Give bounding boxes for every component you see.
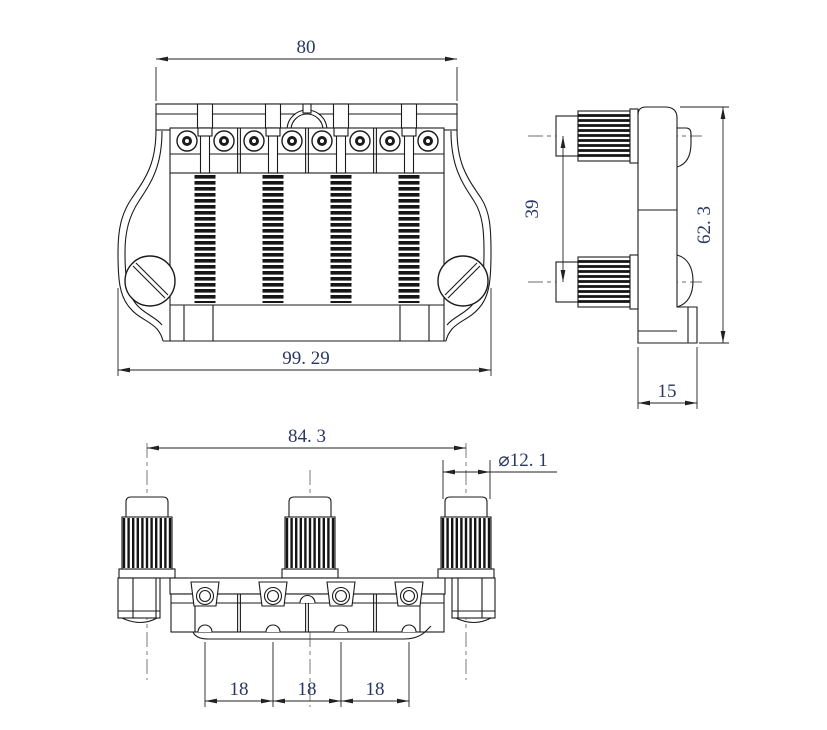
- front-dim-top-width: 80: [155, 37, 458, 101]
- intonation-springs: [194, 175, 420, 303]
- saddle-screws: [176, 130, 439, 152]
- top-knob-right: [440, 496, 492, 570]
- top-view: 84. 3 ⌀12. 1 18 18 18: [117, 426, 557, 707]
- top-base-plate: [117, 568, 496, 640]
- front-view: 80 99. 29: [117, 37, 492, 376]
- top-end-housing-right: [451, 577, 496, 624]
- dim-label-99-29: 99. 29: [282, 348, 330, 369]
- string-notches: [197, 624, 417, 633]
- side-view: 39 62. 3 15: [522, 106, 729, 409]
- center-hump-top-view: [299, 595, 316, 604]
- dim-label-39: 39: [522, 200, 543, 219]
- top-dim-knob-span: 84. 3: [147, 426, 466, 451]
- dim-label-18-2: 18: [298, 679, 317, 700]
- front-mount-screw-right: [437, 255, 489, 307]
- side-dim-knob-spacing: 39: [522, 136, 566, 282]
- top-end-housing-left: [117, 577, 161, 624]
- dim-label-18-3: 18: [366, 679, 385, 700]
- side-dim-overall-height: 62. 3: [680, 106, 729, 344]
- side-plate: [637, 106, 698, 344]
- dim-label-18-1: 18: [230, 679, 249, 700]
- string-channels: [197, 127, 417, 174]
- side-knob-bottom: [555, 254, 639, 310]
- dim-label-dia-12-1: ⌀12. 1: [498, 450, 547, 471]
- front-mount-screw-left: [124, 255, 176, 307]
- top-screw-bosses: [190, 581, 424, 607]
- center-hump-inner: [290, 113, 324, 131]
- dim-label-62-3: 62. 3: [694, 206, 715, 244]
- side-dim-base-depth: 15: [637, 347, 698, 409]
- dim-label-80: 80: [297, 37, 316, 58]
- top-dim-string-pitch: 18 18 18: [204, 642, 410, 707]
- top-knob-left: [121, 496, 173, 570]
- top-knob-middle: [284, 496, 336, 570]
- front-dim-overall-width: 99. 29: [117, 288, 492, 376]
- dim-label-84-3: 84. 3: [288, 426, 326, 447]
- front-saddle-row: [169, 127, 445, 174]
- top-dim-knob-diameter: ⌀12. 1: [442, 450, 557, 499]
- side-knob-top: [555, 108, 639, 164]
- dim-label-15: 15: [658, 381, 677, 402]
- front-top-plate: [155, 103, 458, 131]
